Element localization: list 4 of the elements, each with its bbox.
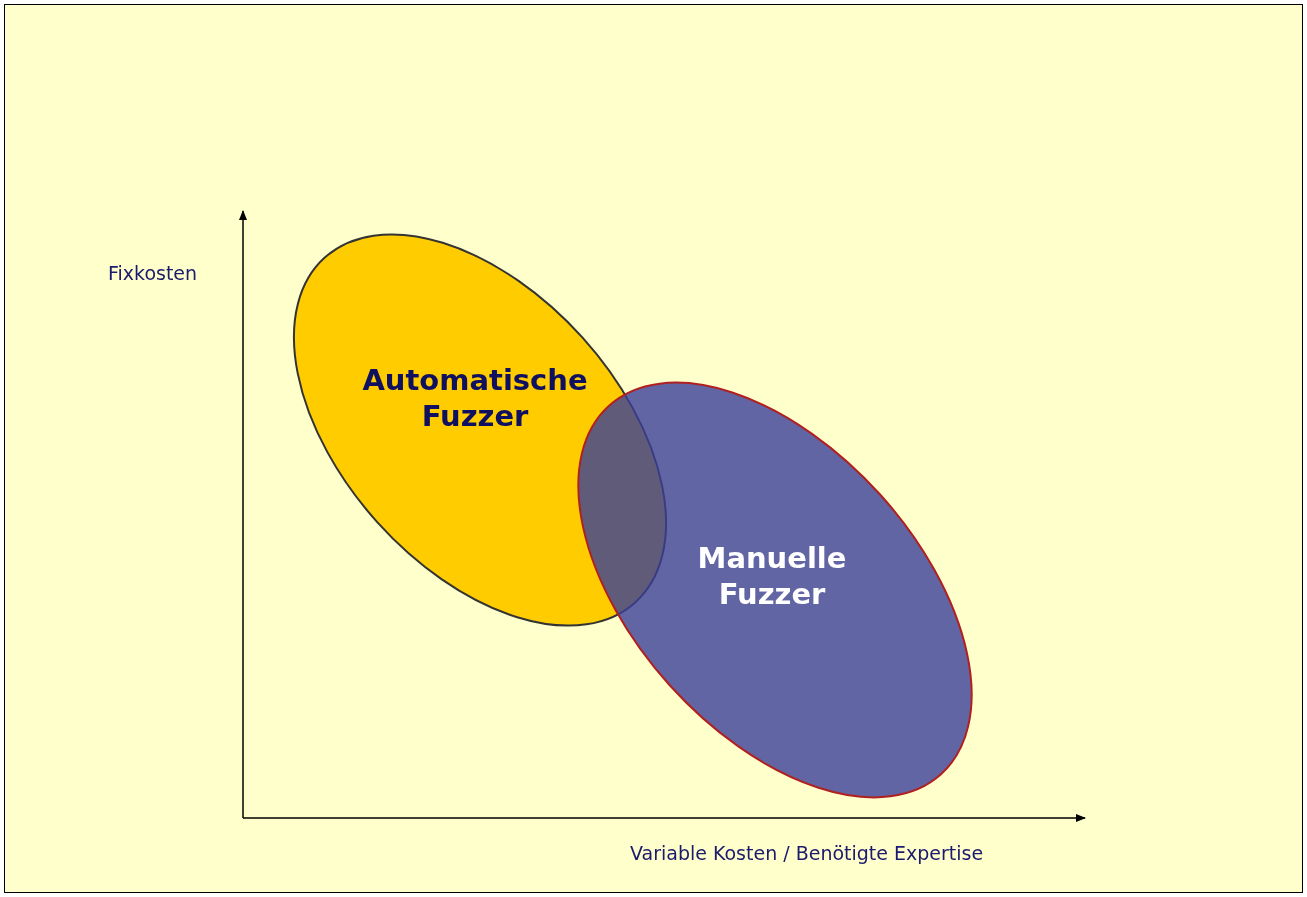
y-axis-label: Fixkosten xyxy=(108,262,198,284)
category-label: Manuelle Fuzzer xyxy=(696,540,848,612)
x-axis-label: Variable Kosten / Benötigte Expertise xyxy=(630,842,984,864)
category-label: Automatische Fuzzer xyxy=(361,362,589,434)
